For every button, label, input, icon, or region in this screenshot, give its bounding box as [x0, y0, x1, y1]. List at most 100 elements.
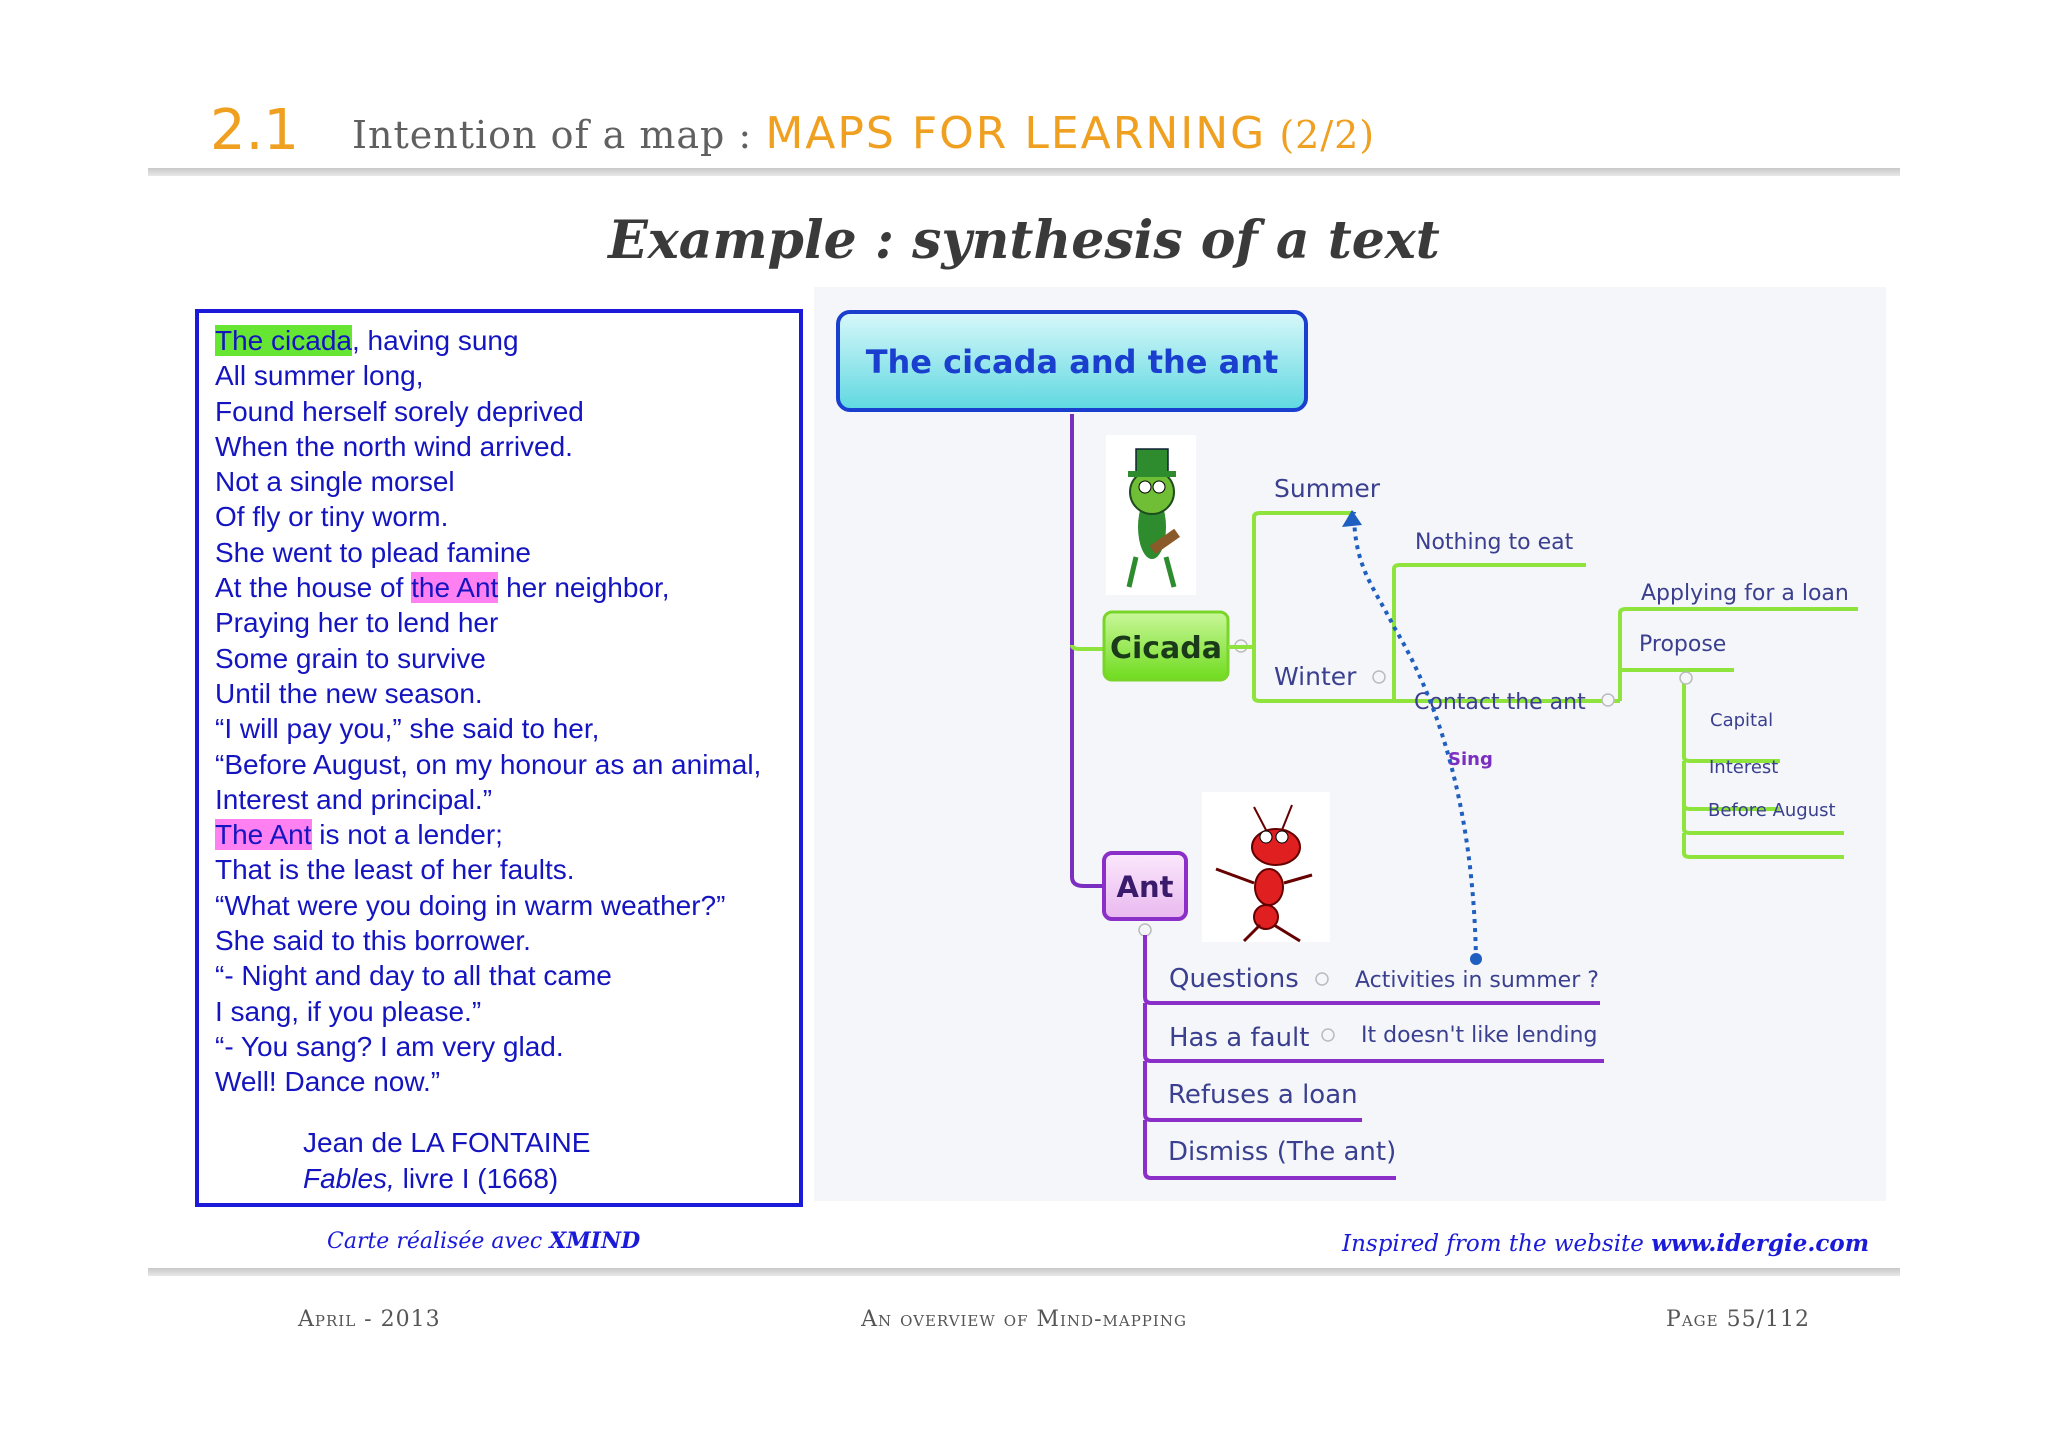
poem-line-text: All summer long, [215, 360, 424, 392]
poem-source-rest: livre I (1668) [394, 1163, 559, 1194]
poem-line: All summer long, [215, 358, 761, 393]
node-winter: Winter [1274, 662, 1357, 691]
branch-summer [1228, 511, 1354, 649]
credit-idergie: Inspired from the website www.idergie.co… [1342, 1230, 1869, 1257]
poem-line-text: , having sung [351, 325, 519, 356]
cicada-node: Cicada [1102, 610, 1248, 682]
node-summer: Summer [1274, 474, 1381, 503]
poem-line-text: “Before August, on my honour as an anima… [215, 748, 762, 780]
section-title-part: (2/2) [1279, 113, 1376, 157]
poem-line-text: “- Night and day to all that came [215, 960, 612, 992]
root-node: The cicada and the ant [836, 310, 1308, 412]
poem-line-text: I sang, if you please.” [215, 995, 482, 1027]
header-rule [148, 168, 1900, 176]
poem-highlight: The cicada [215, 325, 352, 356]
poem-line: Found herself sorely deprived [215, 394, 761, 429]
credit-xmind: Carte réalisée avec XMIND [327, 1228, 640, 1254]
poem-line-text: When the north wind arrived. [215, 430, 573, 462]
poem-line: The cicada, having sung [215, 323, 761, 358]
poem-source-title: Fables, [303, 1163, 395, 1194]
poem-line-text: Interest and principal.” [215, 783, 493, 815]
poem-line-text: That is the least of her faults. [215, 854, 575, 886]
poem-line: “- Night and day to all that came [215, 958, 761, 993]
poem-line: “What were you doing in warm weather?” [215, 888, 761, 923]
poem-line: Some grain to survive [215, 641, 761, 676]
poem-line: “Before August, on my honour as an anima… [215, 747, 761, 782]
node-dismiss: Dismiss (The ant) [1168, 1137, 1396, 1167]
poem-line: I sang, if you please.” [215, 994, 761, 1029]
section-title-prefix: Intention of a map : [352, 113, 753, 157]
branch-contact-to-applying [1618, 607, 1858, 701]
node-before-august: Before August [1708, 800, 1836, 821]
node-applying-for-a-loan: Applying for a loan [1641, 581, 1849, 606]
poem-line-text: She said to this borrower. [215, 925, 531, 957]
trunk-line [1070, 414, 1104, 888]
footer-page: Page 55/112 [1666, 1307, 1810, 1332]
poem-source: Fables, livre I (1668) [303, 1161, 590, 1197]
poem-highlight: the Ant [411, 572, 499, 604]
branch-before-august [1682, 805, 1844, 859]
branch-questions [1143, 935, 1338, 1005]
node-capital: Capital [1710, 710, 1773, 731]
node-questions: Questions [1169, 964, 1299, 994]
node-activities-in-summer: Activities in summer ? [1355, 968, 1599, 993]
poem-line: “I will pay you,” she said to her, [215, 711, 761, 746]
cicada-picture [1106, 435, 1196, 595]
root-label: The cicada and the ant [866, 343, 1279, 381]
section-number: 2.1 [210, 98, 300, 163]
poem-line-text: Well! Dance now.” [215, 1066, 441, 1098]
poem-line: The Ant is not a lender; [215, 817, 761, 852]
poem-line-text: At the house of [215, 572, 412, 604]
poem-highlight: The Ant [215, 819, 312, 851]
section-title-main: MAPS FOR LEARNING [765, 108, 1267, 159]
poem-line-text: Until the new season. [215, 677, 483, 709]
poem-line: Praying her to lend her [215, 605, 761, 640]
branch-refuses [1143, 1061, 1362, 1122]
sing-label: Sing [1448, 749, 1493, 770]
node-doesnt-like-lending: It doesn't like lending [1361, 1023, 1597, 1048]
poem-line-text: Praying her to lend her [215, 607, 499, 639]
poem-line: “- You sang? I am very glad. [215, 1029, 761, 1064]
branch-winter [1252, 647, 1392, 703]
node-propose: Propose [1639, 632, 1726, 657]
poem-line: Until the new season. [215, 676, 761, 711]
branch-capital [1682, 682, 1780, 763]
ant-picture [1202, 792, 1330, 943]
poem-author: Jean de LA FONTAINE [303, 1127, 591, 1158]
poem-line-text: Found herself sorely deprived [215, 395, 584, 427]
node-nothing-to-eat: Nothing to eat [1415, 530, 1574, 555]
node-interest: Interest [1709, 757, 1778, 778]
poem-box [195, 309, 803, 1207]
poem-line: Of fly or tiny worm. [215, 499, 761, 534]
poem-attribution: Jean de LA FONTAINE Fables, livre I (166… [303, 1125, 590, 1197]
poem-line: Interest and principal.” [215, 782, 761, 817]
sing-relationship [1352, 511, 1478, 960]
poem-line-text: “I will pay you,” she said to her, [215, 713, 600, 745]
footer-date: April - 2013 [298, 1307, 441, 1332]
node-has-a-fault: Has a fault [1169, 1023, 1309, 1053]
cicada-label: Cicada [1110, 631, 1222, 666]
poem-line: She went to plead famine [215, 535, 761, 570]
mindmap-background [814, 287, 1886, 1201]
poem-line-text: “- You sang? I am very glad. [215, 1030, 564, 1062]
poem-line-text: her neighbor, [498, 572, 670, 604]
poem-line-text: “What were you doing in warm weather?” [215, 889, 726, 921]
poem-line: She said to this borrower. [215, 923, 761, 958]
branch-winter-up [1392, 563, 1586, 703]
credit-xmind-app: XMIND [549, 1228, 641, 1254]
credit-idergie-prefix: Inspired from the website [1342, 1231, 1652, 1257]
sing-start-dot [1470, 953, 1482, 965]
poem-line: Well! Dance now.” [215, 1064, 761, 1099]
branch-has-fault [1143, 1003, 1604, 1063]
poem-line-text: Some grain to survive [215, 642, 486, 674]
branch-dismiss [1143, 1120, 1396, 1180]
footer-rule [148, 1268, 1900, 1276]
ant-label: Ant [1117, 870, 1174, 904]
poem-line: When the north wind arrived. [215, 429, 761, 464]
poem-line-text: Not a single morsel [215, 466, 455, 498]
credit-idergie-link[interactable]: www.idergie.com [1651, 1230, 1870, 1257]
poem-line-text: is not a lender; [311, 819, 503, 851]
poem-line-text: She went to plead famine [215, 536, 531, 568]
poem-line: That is the least of her faults. [215, 852, 761, 887]
